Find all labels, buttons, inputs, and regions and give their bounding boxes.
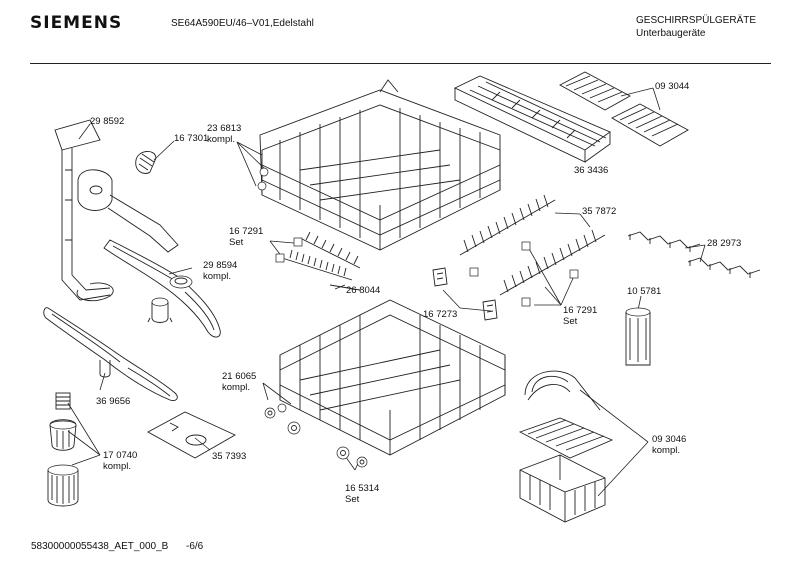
part-label-167291-a-sub: Set — [229, 237, 244, 248]
part-label-369656: 36 9656 — [96, 396, 131, 407]
header-divider — [30, 63, 771, 64]
part-label-216065: 21 6065 — [222, 371, 257, 382]
part-label-167291-b-sub: Set — [563, 316, 578, 327]
part-label-093046-sub: kompl. — [652, 445, 680, 456]
upper-spray-arm — [103, 239, 221, 338]
tine-rows-left — [275, 231, 361, 291]
upper-basket — [257, 79, 501, 251]
model-number: SE64A590EU/46–V01,Edelstahl — [171, 18, 314, 29]
leader-lines — [67, 87, 706, 497]
part-label-298592: 29 8592 — [90, 116, 125, 127]
lower-basket — [279, 299, 506, 456]
page-number: -6/6 — [186, 541, 204, 552]
part-label-236813-sub: kompl. — [207, 134, 235, 145]
appliance-category: GESCHIRRSPÜLGERÄTE — [636, 15, 757, 26]
part-label-216065-sub: kompl. — [222, 382, 250, 393]
part-label-165314: 16 5314 — [345, 483, 380, 494]
clips-28-2973 — [627, 231, 761, 278]
clips-16-7273 — [432, 267, 498, 321]
appliance-subcategory: Unterbaugeräte — [636, 28, 706, 39]
brand-logo: SIEMENS — [30, 13, 123, 33]
part-label-298594-sub: kompl. — [203, 271, 231, 282]
part-label-093046: 09 3046 — [652, 434, 687, 445]
part-label-167273: 16 7273 — [423, 309, 458, 320]
part-label-268044: 26 8044 — [346, 285, 381, 296]
part-label-165314-sub: Set — [345, 494, 360, 505]
cutlery-basket — [518, 370, 614, 523]
tine-rows-right — [459, 194, 606, 307]
lower-spray-arm — [43, 307, 178, 401]
part-label-167291-b: 16 7291 — [563, 305, 598, 316]
part-label-170740: 17 0740 — [103, 450, 138, 461]
part-label-282973: 28 2973 — [707, 238, 742, 249]
part-label-363436: 36 3436 — [574, 165, 609, 176]
cutlery-holder — [625, 307, 651, 366]
part-label-170740-sub: kompl. — [103, 461, 131, 472]
part-label-105781: 10 5781 — [627, 286, 662, 297]
part-label-167291-a: 16 7291 — [229, 226, 264, 237]
filter-plate — [147, 411, 236, 459]
part-label-236813: 23 6813 — [207, 123, 242, 134]
part-label-093044: 09 3044 — [655, 81, 690, 92]
part-label-357393: 35 7393 — [212, 451, 247, 462]
insert-racks — [559, 71, 689, 147]
cutlery-tray — [453, 75, 611, 163]
spray-arm-manifold — [77, 169, 179, 253]
part-label-357872: 35 7872 — [582, 206, 617, 217]
filter-assembly — [47, 392, 79, 507]
clip-part — [135, 151, 157, 174]
part-label-298594: 29 8594 — [203, 260, 238, 271]
nozzle-stub — [147, 297, 173, 323]
wheels — [264, 384, 571, 468]
spray-arm-feed-pipe — [54, 119, 114, 302]
part-label-167301: 16 7301 — [174, 133, 209, 144]
document-id: 58300000055438_AET_000_B — [31, 541, 169, 552]
